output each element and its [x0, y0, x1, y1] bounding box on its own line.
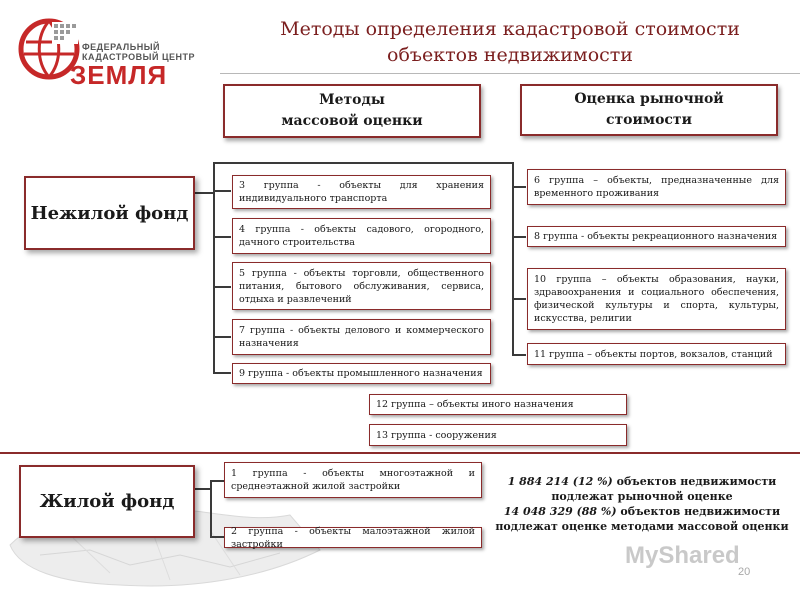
- logo-name: ЗЕМЛЯ: [70, 60, 168, 90]
- stats-market: 1 884 214 (12 %) объектов недвижимости п…: [492, 474, 792, 504]
- watermark-text: MyShared: [625, 542, 740, 569]
- group-text: 7 группа - объекты делового и коммерческ…: [239, 325, 484, 349]
- group-item-6: 6 группа – объекты, предназначенные для …: [527, 169, 786, 205]
- group-item-13: 13 группа - сооружения: [369, 424, 627, 446]
- group-text: 13 группа - сооружения: [376, 429, 497, 441]
- page-number: 20: [738, 566, 751, 578]
- connector: [195, 488, 211, 490]
- group-text: 6 группа – объекты, предназначенные для …: [534, 175, 779, 199]
- group-text: 3 группа - объекты для хранения индивиду…: [239, 180, 484, 204]
- group-item-2: 2 группа - объекты малоэтажной жилой зас…: [224, 525, 482, 550]
- category-residential: Жилой фонд: [19, 465, 195, 538]
- group-text: 10 группа – объекты образования, науки, …: [534, 274, 779, 324]
- group-item-8: 8 группа - объекты рекреационного назнач…: [527, 226, 786, 247]
- group-item-3: 3 группа - объекты для хранения индивиду…: [232, 175, 491, 209]
- group-text: 9 группа - объекты промышленного назначе…: [239, 368, 483, 379]
- connector: [213, 236, 231, 238]
- group-text: 4 группа - объекты садового, огородного,…: [239, 224, 484, 248]
- stats-mass: 14 048 329 (88 %) объектов недвижимости …: [492, 504, 792, 534]
- title-underline: [220, 73, 800, 74]
- stats-market-count: 1 884 214 (12 %): [507, 475, 613, 488]
- logo-line1: ФЕДЕРАЛЬНЫЙ: [82, 42, 160, 52]
- connector: [213, 162, 513, 164]
- stats-market-text: объектов недвижимости подлежат рыночной …: [551, 475, 777, 503]
- group-text: 1 группа - объекты многоэтажной и средне…: [231, 468, 475, 492]
- group-text: 11 группа – объекты портов, вокзалов, ст…: [534, 348, 773, 360]
- group-item-10: 10 группа – объекты образования, науки, …: [527, 268, 786, 330]
- group-item-4: 4 группа - объекты садового, огородного,…: [232, 218, 491, 254]
- connector: [512, 186, 526, 188]
- mass-valuation-line1: Методы: [319, 92, 385, 108]
- group-item-12: 12 группа – объекты иного назначения: [369, 394, 627, 415]
- connector: [195, 192, 213, 194]
- connector: [512, 162, 514, 354]
- group-item-5: 5 группа - объекты торговли, общественно…: [232, 262, 491, 310]
- connector: [210, 536, 224, 538]
- stats-mass-text: объектов недвижимости подлежат оценке ме…: [495, 505, 789, 533]
- page-title: Методы определения кадастровой стоимости…: [240, 16, 780, 68]
- group-item-11: 11 группа – объекты портов, вокзалов, ст…: [527, 343, 786, 365]
- group-item-9: 9 группа - объекты промышленного назначе…: [232, 363, 491, 384]
- page-title-line1: Методы определения кадастровой стоимости: [280, 18, 740, 40]
- connector: [213, 336, 231, 338]
- market-valuation-line1: Оценка рыночной: [574, 91, 724, 107]
- logo-globe-icon: [18, 18, 80, 80]
- mass-valuation-line2: массовой оценки: [281, 113, 423, 129]
- stats-block: 1 884 214 (12 %) объектов недвижимости п…: [492, 474, 792, 534]
- connector: [213, 190, 231, 192]
- market-valuation-header: Оценка рыночной стоимости: [520, 84, 778, 136]
- connector: [512, 236, 526, 238]
- group-text: 8 группа - объекты рекреационного назнач…: [534, 231, 778, 242]
- group-item-7: 7 группа - объекты делового и коммерческ…: [232, 319, 491, 355]
- section-divider: [0, 452, 800, 454]
- connector: [213, 286, 231, 288]
- connector: [213, 162, 215, 372]
- connector: [512, 298, 526, 300]
- logo-line2: КАДАСТРОВЫЙ ЦЕНТР: [82, 52, 196, 62]
- group-text: 5 группа - объекты торговли, общественно…: [239, 267, 484, 305]
- stats-mass-count: 14 048 329 (88 %): [503, 505, 617, 518]
- connector: [213, 372, 231, 374]
- group-text: 12 группа – объекты иного назначения: [376, 399, 574, 410]
- group-item-1: 1 группа - объекты многоэтажной и средне…: [224, 462, 482, 498]
- connector: [512, 354, 526, 356]
- connector: [210, 480, 212, 537]
- connector: [210, 480, 224, 482]
- market-valuation-line2: стоимости: [605, 112, 692, 128]
- category-nonresidential: Нежилой фонд: [24, 176, 195, 250]
- page-title-line2: объектов недвижимости: [387, 44, 633, 66]
- mass-valuation-header: Методы массовой оценки: [223, 84, 481, 138]
- group-text: 2 группа - объекты малоэтажной жилой зас…: [231, 525, 475, 550]
